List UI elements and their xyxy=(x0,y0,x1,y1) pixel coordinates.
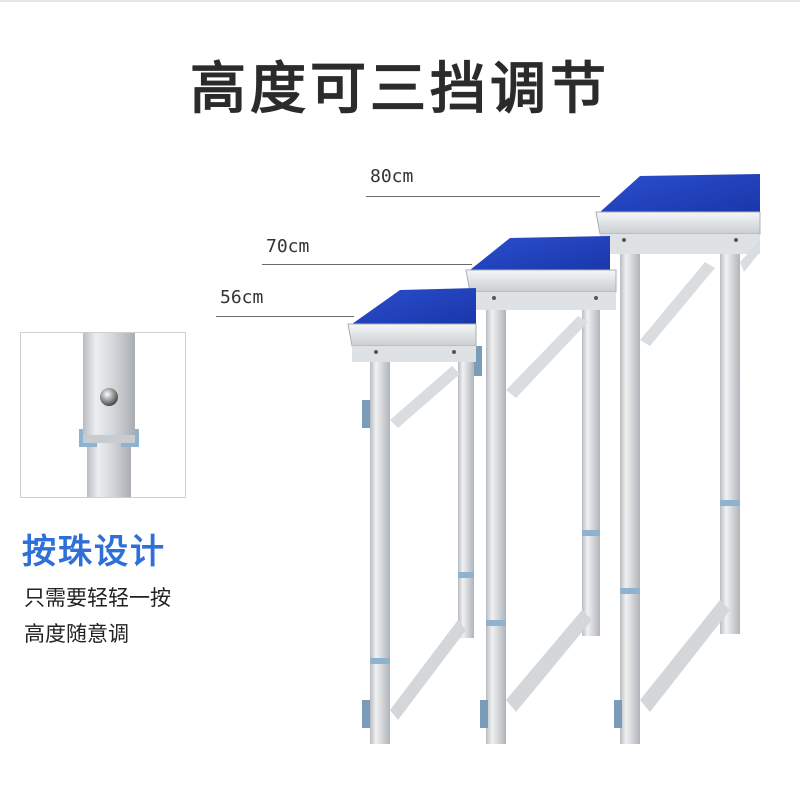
clip-80 xyxy=(620,588,640,594)
foot-cap-80-l xyxy=(614,700,622,728)
leg-80-front-left xyxy=(620,254,640,744)
push-button-detail xyxy=(20,332,186,498)
brace-70-b xyxy=(506,610,592,712)
tabletop-80 xyxy=(600,174,760,214)
table-80cm xyxy=(595,174,761,744)
height-label-70: 70cm xyxy=(266,236,310,257)
apron-70 xyxy=(465,269,617,293)
apron-side-80 xyxy=(600,234,760,254)
brace-80-b xyxy=(740,240,760,272)
right-clip xyxy=(121,429,139,447)
leg-56-front-left xyxy=(370,362,390,744)
brace-80-c xyxy=(640,600,730,712)
height-line-56 xyxy=(216,316,354,317)
leg-detail-image xyxy=(79,333,139,497)
apron-56 xyxy=(347,323,477,347)
leg-56-front-right xyxy=(458,362,474,638)
brace-56-a xyxy=(390,366,460,428)
foot-cap-70-l xyxy=(480,700,488,728)
feature-title: 按珠设计 xyxy=(22,532,166,572)
apron-side-70 xyxy=(470,292,616,310)
hinge-56 xyxy=(362,400,370,428)
brace-80-a xyxy=(640,262,715,346)
clip-70 xyxy=(486,620,506,626)
page-title: 高度可三挡调节 xyxy=(190,57,610,122)
feature-line-1: 只需要轻轻一按 xyxy=(24,586,171,610)
table-56cm xyxy=(347,288,477,744)
tube-collar xyxy=(83,435,135,443)
clip-80b xyxy=(720,500,740,506)
table-70cm xyxy=(465,236,617,744)
tabletop-70 xyxy=(470,236,610,272)
left-clip xyxy=(79,429,97,447)
leg-80-front-right xyxy=(720,254,740,634)
feature-line-2: 高度随意调 xyxy=(24,622,129,646)
height-label-56: 56cm xyxy=(220,287,264,308)
apron-side-56 xyxy=(352,346,476,362)
height-line-80 xyxy=(366,196,600,197)
apron-80 xyxy=(595,211,761,235)
push-button-icon xyxy=(100,388,118,406)
brace-70-a xyxy=(506,316,588,398)
foot-cap-56-l xyxy=(362,700,370,728)
clip-56 xyxy=(370,658,390,664)
clip-70b xyxy=(582,530,600,536)
top-border xyxy=(0,0,800,2)
height-label-80: 80cm xyxy=(370,166,414,187)
inner-leg-tube xyxy=(87,441,131,497)
brace-56-b xyxy=(390,620,466,720)
leg-70-front-left xyxy=(486,310,506,744)
height-line-70 xyxy=(262,264,472,265)
clip-56b xyxy=(458,572,474,578)
hinge-70 xyxy=(474,346,482,376)
leg-70-front-right xyxy=(582,310,600,636)
tabletop-56 xyxy=(352,288,476,326)
